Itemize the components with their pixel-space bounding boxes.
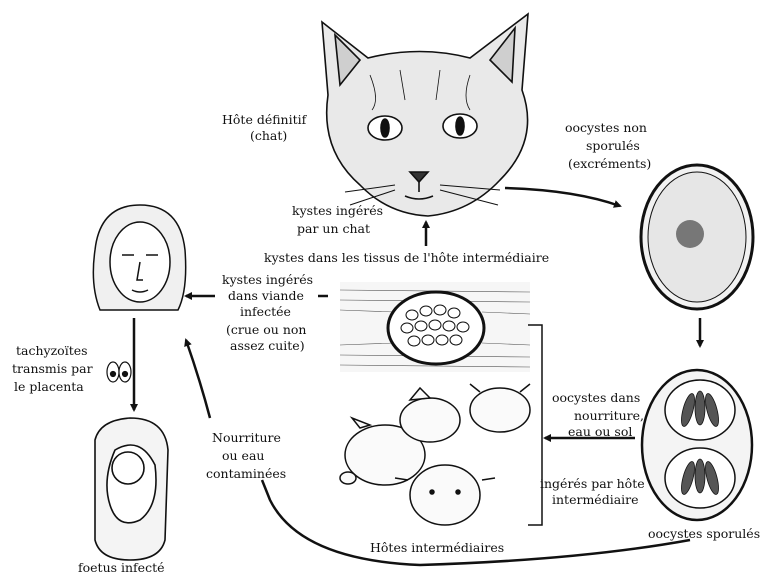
sporulated-oocyst-illustration [642,370,752,520]
label-host-definitive-sub: (chat) [250,128,287,143]
label-host-definitive: Hôte définitif [222,112,306,127]
arrow-food-to-woman [186,340,210,418]
label-tachyzoites-2: transmis par [12,361,93,376]
label-cysts-meat-3: infectée [240,304,291,319]
label-cysts-meat-4: (crue ou non [226,322,306,337]
label-ingested-host-2: intermédiaire [552,492,639,507]
label-intermediate-hosts: Hôtes intermédiaires [370,540,504,555]
tachyzoite-icon [107,362,131,382]
label-oocysts-unsporulated-2: sporulés [586,138,640,153]
label-oocysts-unsporulated-1: oocystes non [565,120,647,135]
fetus-illustration [95,418,168,560]
arrow-cat-to-oocyst [505,188,620,206]
label-cysts-ingested-cat-2: par un chat [297,221,370,236]
label-food-3: contaminées [206,466,286,481]
label-cysts-meat-1: kystes ingérés [222,272,313,287]
intermediate-hosts-illustration [340,384,530,525]
label-cysts-tissue: kystes dans les tissus de l'hôte intermé… [264,250,549,265]
label-oocysts-in-food-2: nourriture, [574,408,644,423]
label-food-1: Nourriture [212,430,281,445]
woman-illustration [93,205,185,310]
label-food-2: ou eau [222,448,264,463]
unsporulated-oocyst-illustration [641,165,753,309]
label-oocysts-in-food-3: eau ou sol [568,424,632,439]
label-tachyzoites-1: tachyzoïtes [16,343,88,358]
bracket-lines [528,325,542,525]
tissue-cyst-illustration [340,282,530,372]
label-oocysts-unsporulated-3: (excréments) [568,156,651,171]
label-tachyzoites-3: le placenta [14,379,84,394]
label-oocysts-sporulated: oocystes sporulés [648,526,760,541]
label-cysts-meat-5: assez cuite) [230,338,305,353]
cat-head-illustration [322,14,528,216]
label-cysts-ingested-cat-1: kystes ingérés [292,203,383,218]
label-oocysts-in-food-1: oocystes dans [552,390,640,405]
label-cysts-meat-2: dans viande [228,288,304,303]
label-ingested-host-1: ingérés par hôte [540,476,645,491]
